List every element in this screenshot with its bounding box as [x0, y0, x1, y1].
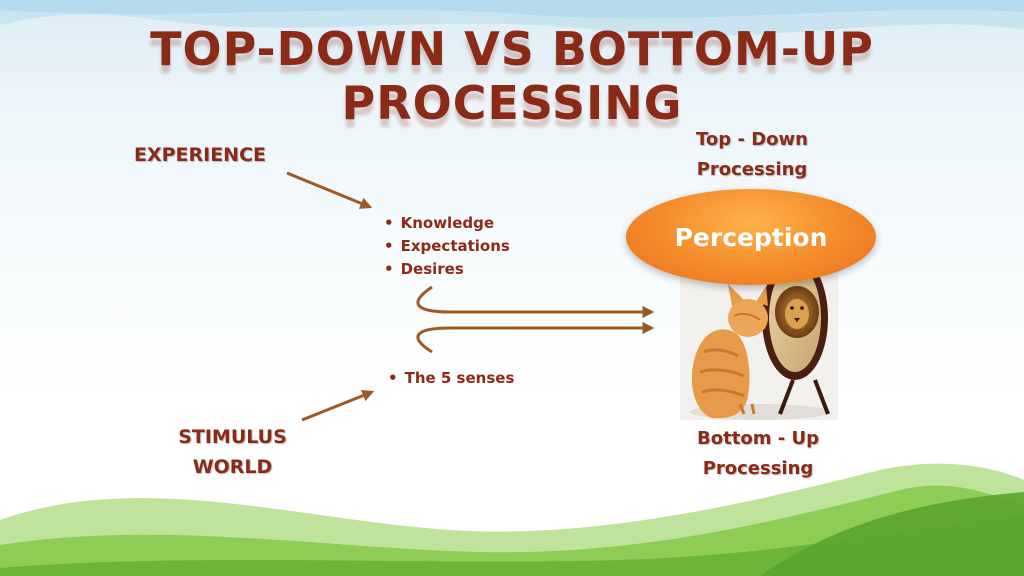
cat-mirror-lion-image — [680, 256, 838, 420]
top-down-bullet-list: Knowledge Expectations Desires — [384, 212, 510, 281]
bottom-up-bullet-list: The 5 senses — [388, 367, 515, 390]
bottom-up-label: Bottom - Up Processing — [668, 424, 848, 484]
experience-arrow — [286, 171, 373, 209]
bullet-item: Expectations — [384, 235, 510, 258]
stimulus-line-2: WORLD — [192, 456, 273, 478]
top-down-label: Top - Down Processing — [662, 125, 842, 185]
bottom-up-line-2: Processing — [702, 458, 814, 479]
bottom-up-line-1: Bottom - Up — [697, 428, 819, 449]
top-down-line-1: Top - Down — [696, 129, 808, 150]
slide-title: TOP-DOWN VS BOTTOM-UP PROCESSING — [150, 22, 874, 130]
bullet-item: Desires — [384, 258, 510, 281]
experience-label: EXPERIENCE — [133, 144, 267, 166]
top-down-curved-arrow — [416, 285, 655, 318]
bottom-up-curved-arrow — [416, 322, 655, 354]
bullet-item: The 5 senses — [388, 367, 515, 390]
top-down-line-2: Processing — [696, 159, 808, 180]
stimulus-line-1: STIMULUS — [178, 426, 287, 448]
bullet-item: Knowledge — [384, 212, 510, 235]
perception-ellipse: Perception — [626, 189, 876, 285]
stimulus-label: STIMULUS WORLD — [150, 422, 315, 482]
stimulus-arrow — [301, 389, 375, 422]
